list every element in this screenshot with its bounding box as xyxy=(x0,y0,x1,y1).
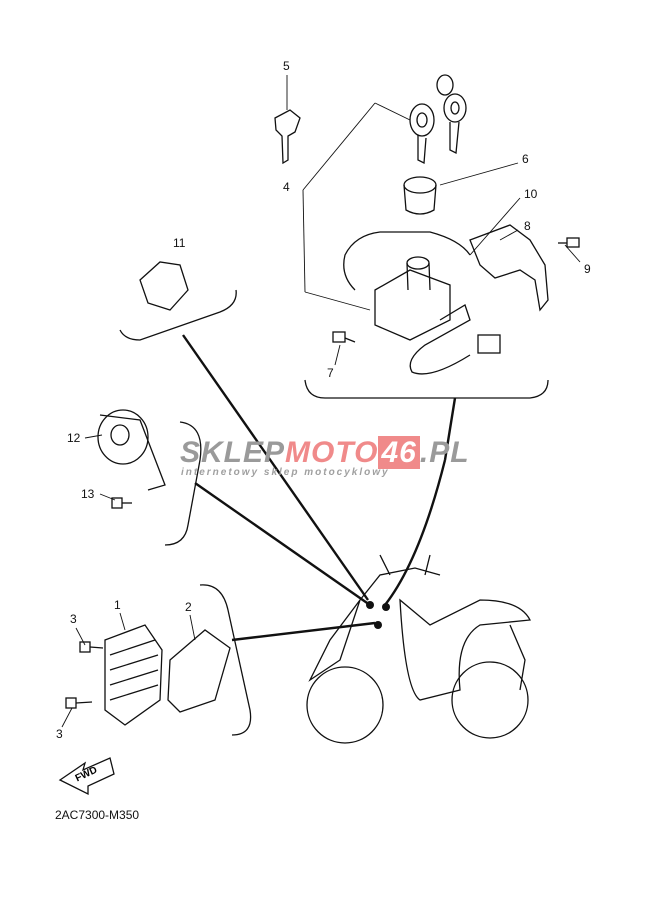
callout-5: 5 xyxy=(283,59,290,73)
bracket-11 xyxy=(119,289,237,341)
bolt-icon xyxy=(79,641,104,653)
bolt-icon xyxy=(558,237,580,248)
callout-6: 6 xyxy=(522,152,529,166)
keys-icon xyxy=(409,74,467,165)
callout-9: 9 xyxy=(584,262,591,276)
callout-4: 4 xyxy=(283,180,290,194)
callout-7: 7 xyxy=(327,366,334,380)
relay-icon xyxy=(139,261,189,311)
plate-icon xyxy=(167,629,231,713)
callout-3-top: 3 xyxy=(70,612,77,626)
callout-11: 11 xyxy=(173,236,186,250)
callout-12: 12 xyxy=(67,431,81,445)
callout-3-bottom: 3 xyxy=(56,727,63,741)
cap-icon xyxy=(403,176,437,215)
fwd-arrow-icon xyxy=(58,757,115,796)
watermark-part4: .PL xyxy=(419,436,470,469)
callout-13: 13 xyxy=(81,487,95,501)
rectifier-icon xyxy=(104,624,163,726)
watermark-tagline: internetowy sklep motocyklowy xyxy=(181,467,390,478)
key-icon xyxy=(274,109,301,165)
bracket-icon xyxy=(469,224,549,312)
bolt-icon xyxy=(111,497,132,509)
connector-marks xyxy=(366,601,390,629)
bolt-icon xyxy=(332,331,356,343)
callout-10: 10 xyxy=(524,187,538,201)
bracket-12 xyxy=(164,421,202,546)
watermark-part1: SKLEP xyxy=(180,436,286,469)
bracket-1 xyxy=(199,584,252,736)
callout-1: 1 xyxy=(114,598,121,612)
leader-lines xyxy=(182,334,457,642)
bolt-icon xyxy=(65,697,93,709)
callout-2: 2 xyxy=(185,600,192,614)
ignition-switch-icon xyxy=(343,231,501,375)
horn-icon xyxy=(97,409,166,491)
watermark-part2: MOTO xyxy=(285,436,379,469)
scooter-icon xyxy=(306,554,532,744)
callout-8: 8 xyxy=(524,219,531,233)
bracket-4 xyxy=(304,379,549,399)
watermark-part3: 46 xyxy=(378,436,420,469)
diagram-code: 2AC7300-M350 xyxy=(55,808,140,822)
